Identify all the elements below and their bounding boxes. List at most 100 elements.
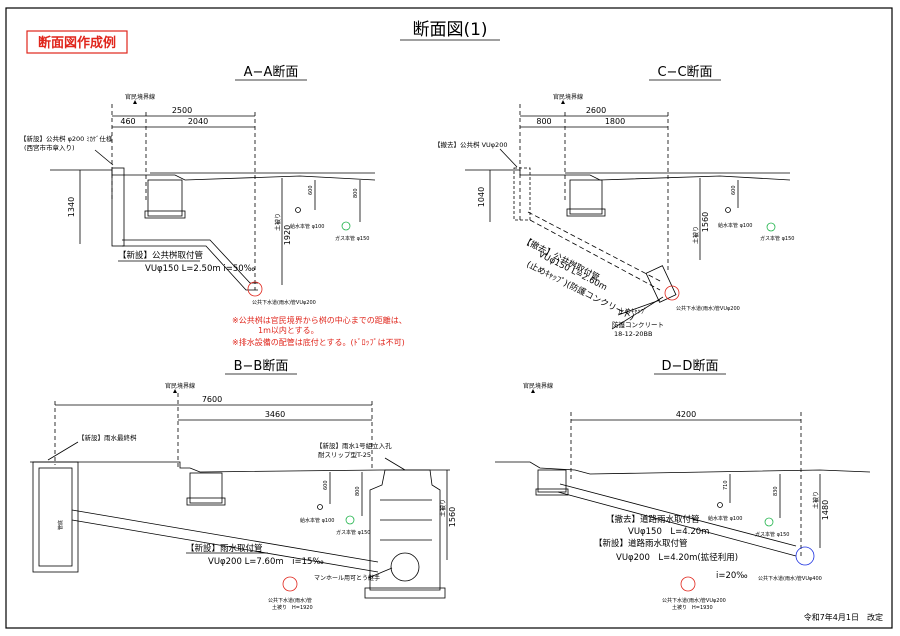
section-aa-depth1: 1340 bbox=[67, 197, 76, 217]
section-cc-leader bbox=[499, 148, 518, 168]
section-dd-boundary-label: 官民境界線 bbox=[523, 382, 553, 390]
section-aa-pipe-label-2: VUφ150 L=2.50m i=50‰ bbox=[145, 264, 255, 274]
section-bb-boundary-label: 官民境界線 bbox=[165, 382, 195, 390]
section-cc-depth2-label: 土被り bbox=[692, 226, 700, 244]
section-bb-final-basin-inner bbox=[38, 467, 73, 567]
section-bb-manhole-inner bbox=[380, 499, 432, 541]
section-cc-curb-base bbox=[566, 208, 606, 217]
section-bb-manhole-label-1: 【新設】雨水1号組立入孔 bbox=[316, 441, 392, 450]
section-dd-ground bbox=[495, 461, 871, 475]
section-aa-new-basin-2: (西宮市市章入り) bbox=[24, 143, 75, 152]
section-cc-dim-right: 1800 bbox=[605, 117, 625, 126]
section-dd-depth2-label: 土被り bbox=[812, 491, 820, 509]
section-aa-boundary-label: 官民境界線 bbox=[125, 93, 155, 101]
section-cc-cap-label: 止めｷｬｯﾌﾟ bbox=[618, 306, 647, 315]
section-bb-manhole-base bbox=[364, 587, 446, 599]
section-dd-sewer-main bbox=[795, 546, 815, 566]
section-cc-water-pipe bbox=[725, 207, 731, 213]
section-bb-ground bbox=[30, 461, 450, 473]
section-aa-sewer-label: 公共下水道(雨水)管VUφ200 bbox=[252, 299, 316, 306]
section-bb-title: B−B断面 bbox=[234, 359, 289, 374]
section-aa-dim-left: 460 bbox=[120, 117, 135, 126]
section-aa-leader bbox=[94, 149, 114, 166]
section-dd-new-label-1: 【新設】道路雨水取付管 bbox=[594, 538, 688, 549]
section-cc-pipe bbox=[527, 211, 663, 291]
section-dd: D−D断面 官民境界線 4200 1480 土被り 710 830 【撤去】道路… bbox=[495, 359, 871, 611]
section-aa-water-pipe bbox=[295, 207, 301, 213]
section-cc-dim-total: 2600 bbox=[586, 106, 606, 115]
section-dd-sewer-sub bbox=[680, 576, 696, 592]
stamp-box bbox=[26, 30, 128, 54]
section-dd-sewer-label-2: 土被り H=1930 bbox=[672, 604, 713, 611]
section-dd-dim-total: 4200 bbox=[676, 410, 696, 419]
section-cc-depth1: 1040 bbox=[477, 187, 486, 207]
section-bb-sewer-label-2: 土被り H=1920 bbox=[272, 604, 313, 611]
section-cc-ground bbox=[465, 169, 791, 181]
section-aa-sewer-main bbox=[247, 281, 263, 297]
section-aa-boundary-marker bbox=[133, 100, 137, 104]
section-aa-curb-base bbox=[144, 210, 186, 219]
section-dd-gas-label: ガス本管 φ150 bbox=[755, 531, 789, 538]
stamp-text: 断面図作成例 bbox=[38, 35, 116, 51]
section-aa-depth2: 1920 bbox=[283, 225, 292, 245]
section-bb-step-label: マンホール用可とう継手 bbox=[314, 574, 380, 582]
section-aa-depth2-label: 土被り bbox=[274, 213, 282, 231]
section-bb-manhole-outlet bbox=[390, 552, 420, 582]
section-cc-dim-small: 600 bbox=[731, 185, 737, 195]
section-aa-note-1: ※公共桝は官民境界から桝の中心までの距離は、 bbox=[232, 315, 407, 325]
section-cc-sewer-label: 公共下水道(雨水)管VUφ200 bbox=[676, 305, 740, 312]
section-cc-leader bbox=[611, 296, 664, 330]
section-dd-dim-small: 710 bbox=[723, 480, 729, 490]
section-cc-leader bbox=[617, 299, 661, 316]
section-dd-sewer-main-label: 公共下水道(雨水)管VUφ400 bbox=[758, 575, 822, 582]
section-cc-title: C−C断面 bbox=[657, 65, 712, 80]
section-aa-basin bbox=[111, 167, 125, 247]
section-bb-depth2: 1560 bbox=[448, 507, 457, 527]
section-aa-curb bbox=[147, 179, 183, 217]
footer-date: 令和7年4月1日 改定 bbox=[804, 612, 883, 622]
section-bb-dim-total: 7600 bbox=[202, 395, 222, 404]
section-bb-depth2-label: 土被り bbox=[439, 499, 447, 517]
section-aa-gas-label: ガス本管 φ150 bbox=[335, 235, 369, 242]
section-bb-dim-right: 3460 bbox=[265, 410, 285, 419]
section-dd-pipe bbox=[557, 483, 797, 557]
section-aa-title: A−A断面 bbox=[244, 65, 299, 80]
section-cc-gas-pipe bbox=[766, 222, 776, 232]
section-bb-manhole bbox=[369, 469, 441, 591]
section-cc-boundary-marker bbox=[561, 100, 565, 104]
section-aa-ground bbox=[50, 169, 376, 181]
section-dd-remove-label-1: 【撤去】道路雨水取付管 bbox=[606, 514, 700, 525]
section-bb-manhole-label-2: 耐スリップ型T-25 bbox=[318, 450, 371, 459]
section-dd-depth2: 1480 bbox=[821, 500, 830, 520]
section-bb-boundary-marker bbox=[173, 389, 177, 393]
section-cc-boundary-label: 官民境界線 bbox=[553, 93, 583, 101]
section-bb-gas-label: ガス本管 φ150 bbox=[336, 529, 370, 536]
section-cc-dim-left: 800 bbox=[536, 117, 551, 126]
section-dd-sewer-label-1: 公共下水道(雨水)管VUφ200 bbox=[662, 597, 726, 604]
section-aa-dim-small: 600 bbox=[308, 185, 314, 195]
section-bb-final-basin-label: 【新設】雨水最終桝 bbox=[78, 433, 137, 442]
section-aa-new-basin: 【新設】公共桝 φ200 ﾐｶｹﾞ仕様 bbox=[20, 134, 113, 143]
section-bb-water-pipe bbox=[317, 504, 323, 510]
page-title: 断面図(1) bbox=[412, 20, 487, 40]
section-aa-dim-total: 2500 bbox=[172, 106, 192, 115]
section-bb-leader bbox=[384, 457, 406, 471]
section-dd-slope: i=20‰ bbox=[716, 571, 748, 581]
section-aa-note-3: ※排水設備の配管は底付とする。(ﾄﾞﾛｯﾌﾟは不可) bbox=[232, 337, 405, 347]
section-dd-gas-pipe bbox=[764, 517, 774, 527]
section-aa-dim-right: 2040 bbox=[188, 117, 208, 126]
section-bb-pipe-label-2: VUφ200 L=7.60m i=15‰ bbox=[208, 557, 324, 567]
section-bb-side-label: 管底 bbox=[57, 520, 64, 530]
section-bb-sewer-main bbox=[282, 576, 298, 592]
section-bb-water-label: 給水本管 φ100 bbox=[300, 517, 334, 524]
section-dd-dim-small2: 830 bbox=[773, 486, 779, 496]
section-cc-sewer-main bbox=[664, 285, 680, 301]
section-bb-curb-base bbox=[186, 497, 226, 506]
section-dd-curb-base bbox=[535, 488, 569, 496]
section-aa-water-label: 給水本管 φ100 bbox=[290, 223, 324, 230]
section-cc-water-label: 給水本管 φ100 bbox=[718, 222, 752, 229]
section-bb: B−B断面 官民境界線 7600 3460 1560 土被り 600 800 管… bbox=[30, 359, 457, 611]
section-cc-curb bbox=[569, 179, 603, 215]
section-cc: C−C断面 官民境界線 2600 800 1800 1040 1560 土被り … bbox=[434, 65, 794, 338]
section-cc-concrete bbox=[645, 265, 677, 303]
